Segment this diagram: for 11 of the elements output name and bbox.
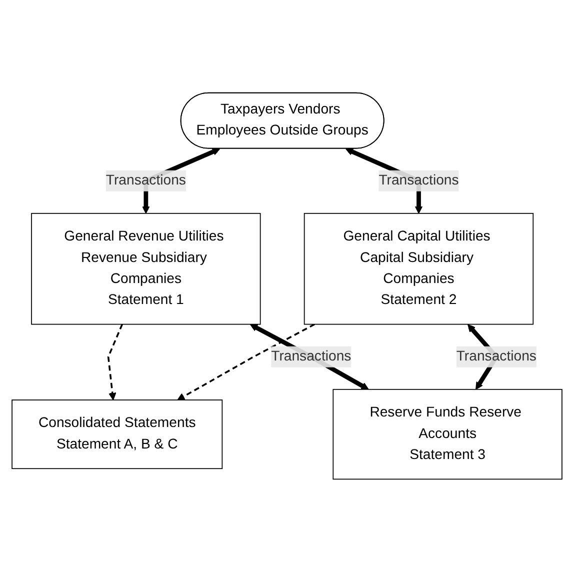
arrow	[177, 324, 316, 400]
node-box: Consolidated Statements Statement A, B & C	[12, 400, 223, 470]
arrow	[250, 324, 369, 390]
edge-label: Transactions	[456, 348, 536, 364]
edge-label: Transactions	[378, 172, 459, 188]
node-box: General Capital Utilities Capital Subsidiary Companies Statement 2	[304, 212, 534, 325]
edge-label: Transactions	[271, 348, 352, 364]
arrow	[107, 324, 124, 400]
node-box: Reserve Funds Reserve Accounts Statement 3	[332, 388, 562, 480]
node-box: General Revenue Utilities Revenue Subsidiary Companies Statement 1	[31, 212, 261, 325]
edge-label: Transactions	[106, 172, 186, 188]
